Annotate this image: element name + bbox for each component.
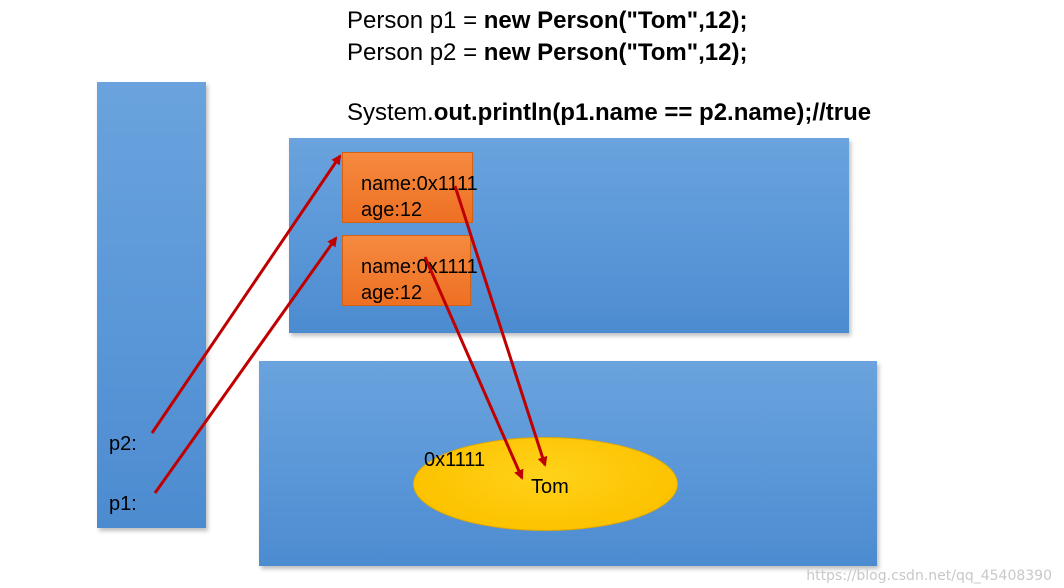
watermark: https://blog.csdn.net/qq_45408390 bbox=[806, 568, 1052, 584]
arrow-object-2-to-tom bbox=[423, 256, 524, 480]
arrow-p1-to-object-2 bbox=[153, 236, 338, 494]
heap-object-2-age: age:12 bbox=[361, 282, 423, 304]
arrow-p2-to-object-1 bbox=[150, 154, 342, 434]
heap-object-1: name:0x1111 age:12 bbox=[342, 152, 478, 223]
code-line-3: System.out.println(p1.name == p2.name);/… bbox=[347, 98, 871, 128]
string-value: Tom bbox=[531, 476, 569, 498]
code-line-3-plain: System. bbox=[347, 99, 434, 126]
code-line-1-bold: new Person("Tom",12); bbox=[483, 7, 748, 34]
code-line-1: Person p1 = new Person("Tom",12); bbox=[347, 6, 747, 36]
code-line-3-bold: out.println(p1.name == p2.name);//true bbox=[433, 99, 872, 126]
heap-object-2: name:0x1111 age:12 bbox=[342, 235, 478, 306]
code-line-1-plain: Person p1 = bbox=[347, 7, 484, 34]
code-line-2-plain: Person p2 = bbox=[347, 39, 484, 66]
string-address: 0x1111 bbox=[424, 449, 486, 471]
stack-label-p2: p2: bbox=[109, 433, 137, 455]
heap-object-1-name: name:0x1111 bbox=[361, 173, 478, 195]
arrow-object-1-to-tom bbox=[453, 185, 548, 467]
heap-object-1-age: age:12 bbox=[361, 199, 423, 221]
heap-object-2-name: name:0x1111 bbox=[361, 256, 478, 278]
stack-label-p1: p1: bbox=[109, 493, 137, 515]
string-tom-ellipse bbox=[413, 437, 678, 531]
stack-panel bbox=[97, 82, 206, 528]
code-line-2-bold: new Person("Tom",12); bbox=[483, 39, 748, 66]
code-line-2: Person p2 = new Person("Tom",12); bbox=[347, 38, 747, 68]
